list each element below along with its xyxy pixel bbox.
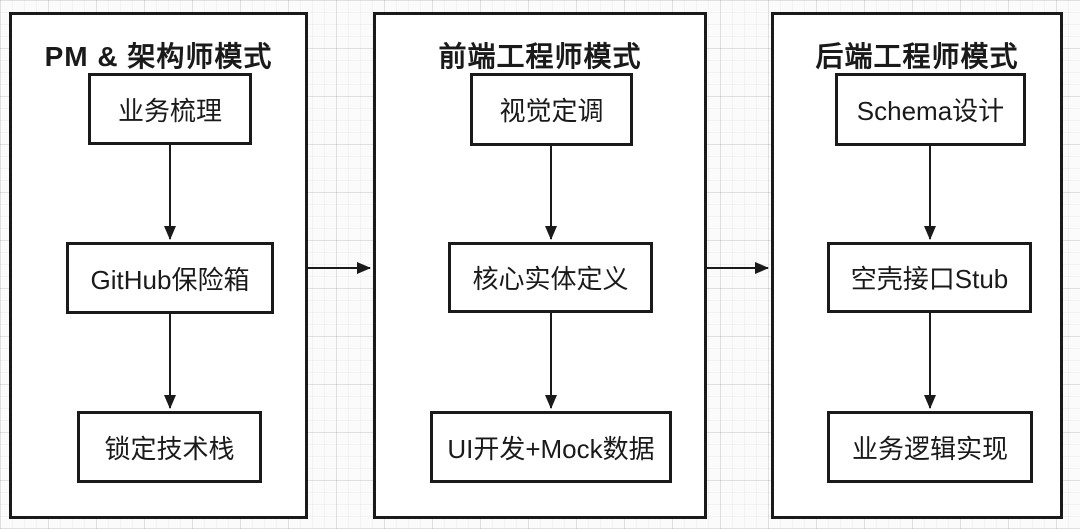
group-title-frontend-engineer: 前端工程师模式 — [438, 41, 642, 72]
group-title-backend-engineer: 后端工程师模式 — [815, 41, 1019, 72]
flow-node-lock-tech-stack: 锁定技术栈 — [77, 411, 262, 483]
flow-node-schema-design: Schema设计 — [835, 73, 1026, 146]
flow-node-stub-api: 空壳接口Stub — [827, 242, 1032, 313]
flow-node-ui-dev-mock-data: UI开发+Mock数据 — [430, 411, 672, 483]
flow-node-business-logic-impl: 业务逻辑实现 — [827, 411, 1033, 483]
flow-node-business-analysis: 业务梳理 — [88, 73, 252, 145]
group-title-pm-architect: PM & 架构师模式 — [44, 41, 273, 72]
flow-node-github-vault: GitHub保险箱 — [66, 242, 274, 314]
flow-node-visual-tone: 视觉定调 — [470, 73, 633, 146]
flow-node-core-entity-definition: 核心实体定义 — [448, 242, 653, 313]
